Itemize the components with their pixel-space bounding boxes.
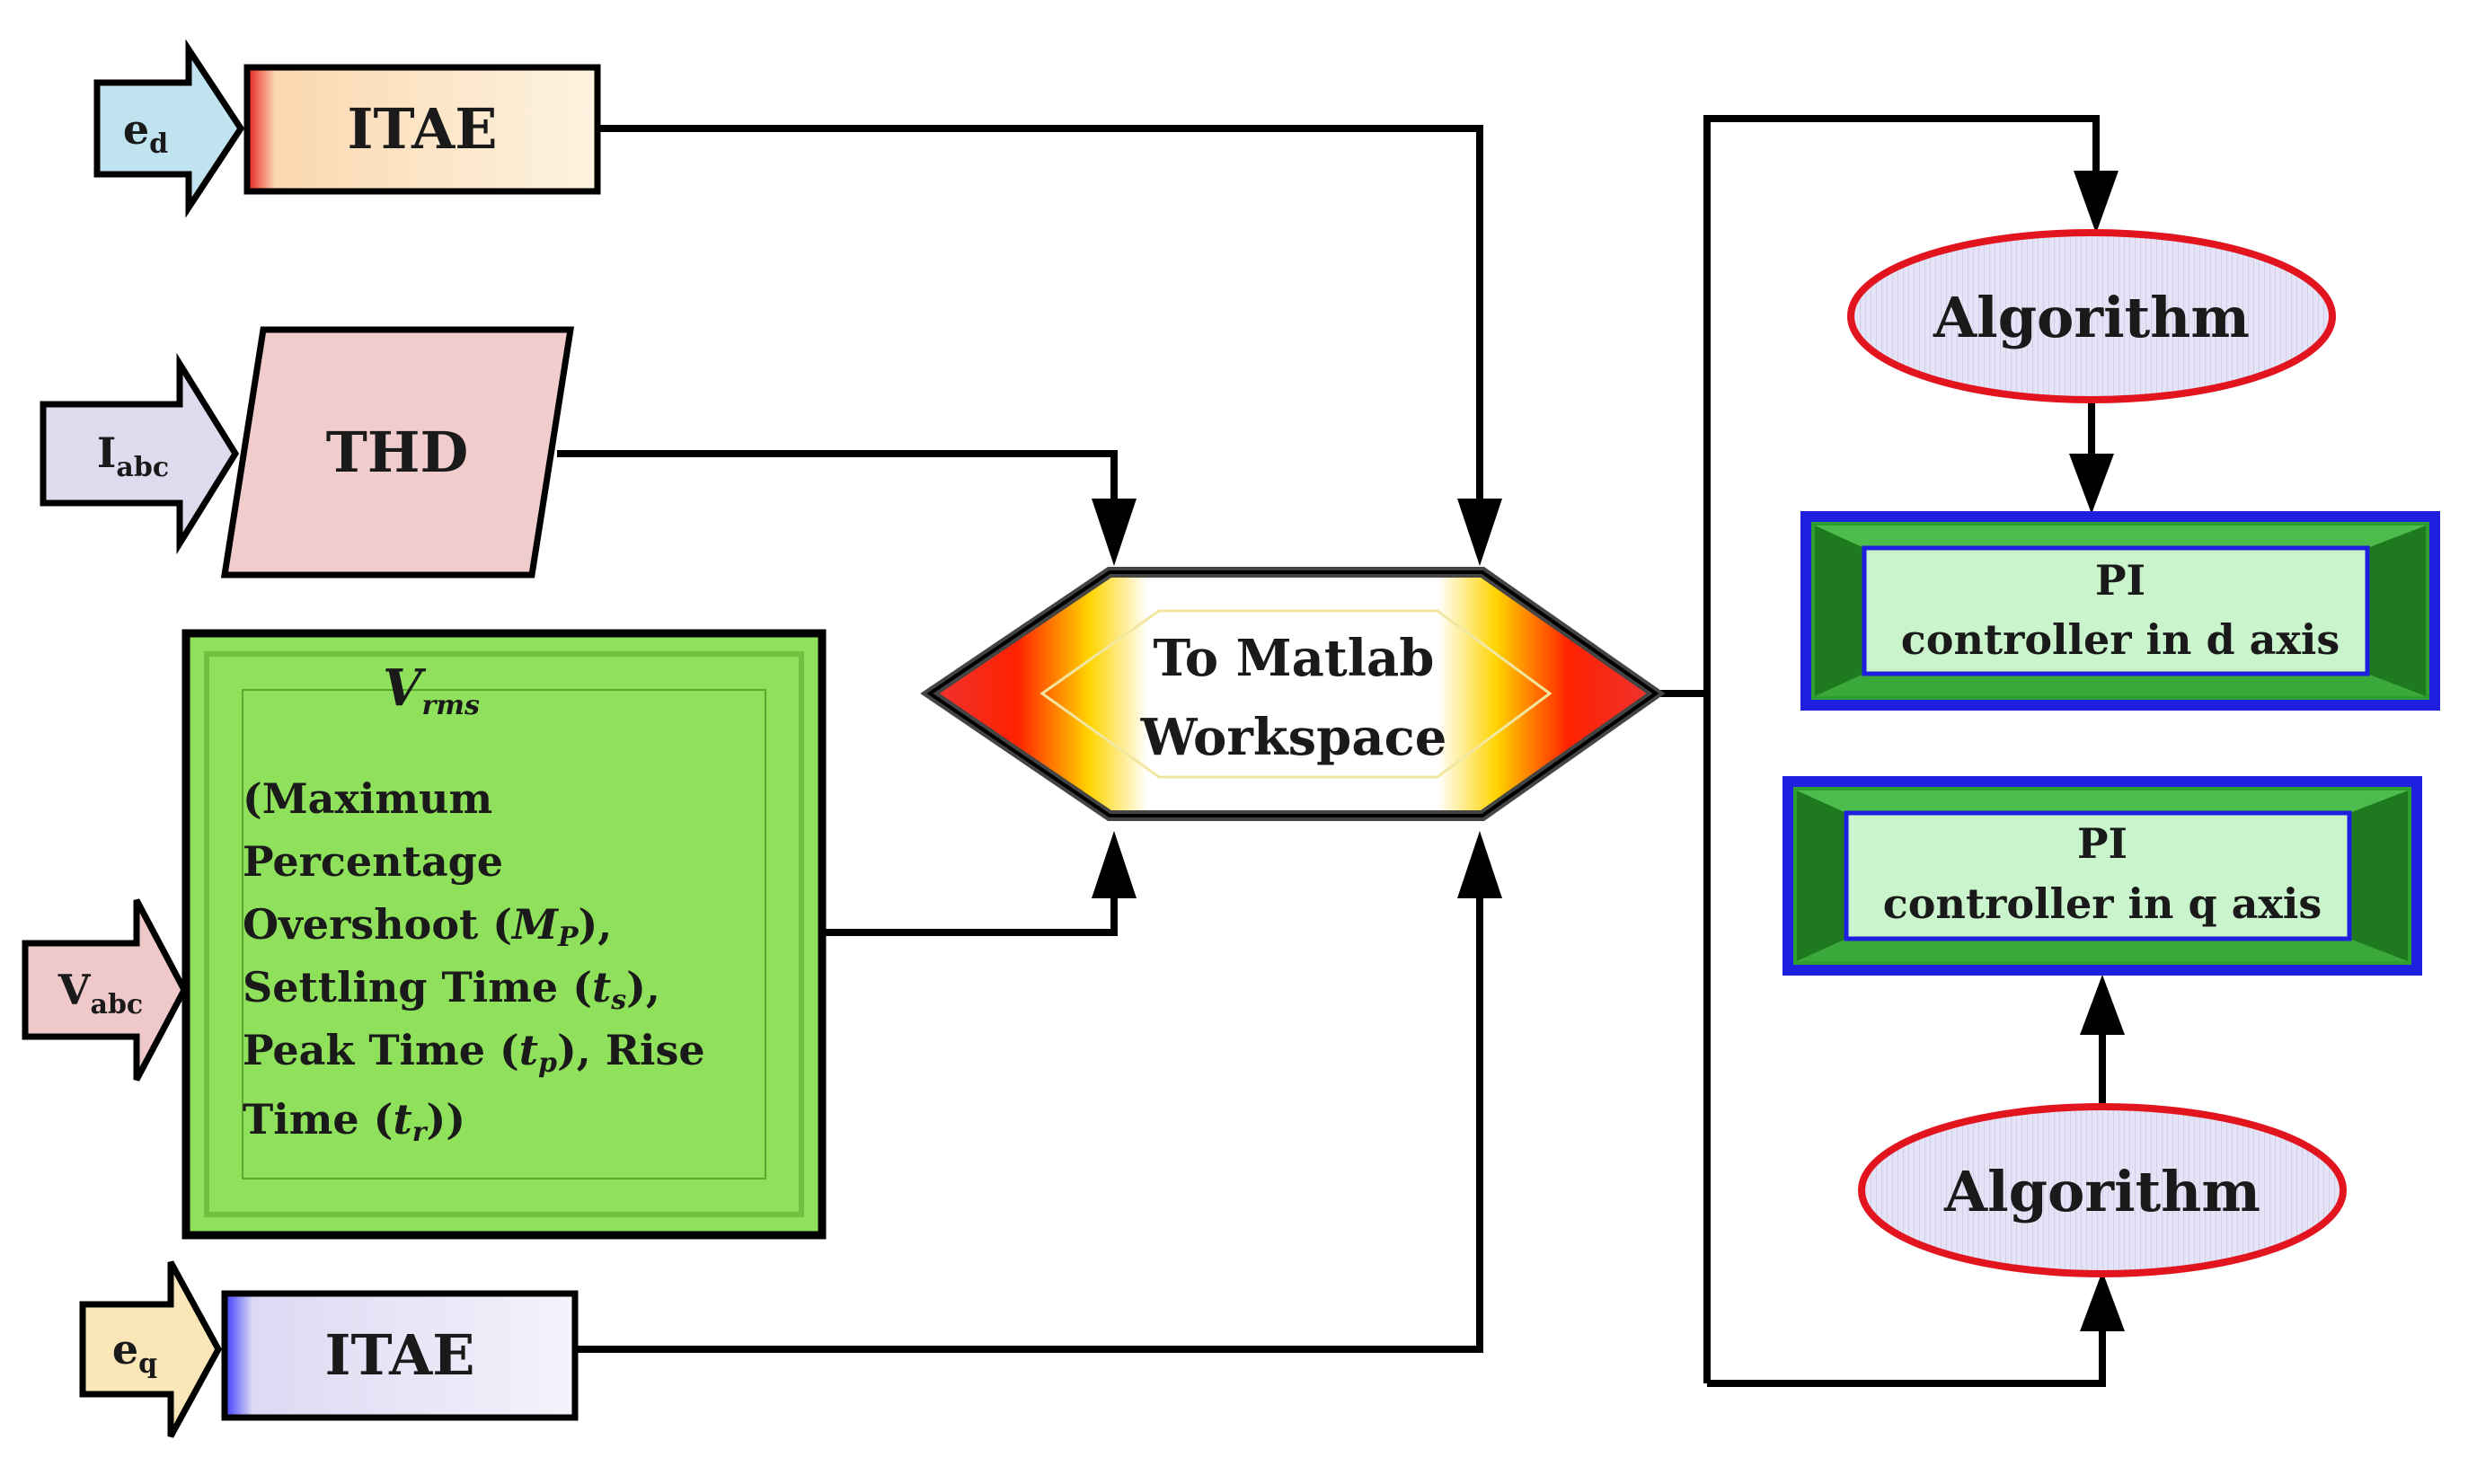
wire-thd-to-workspace — [557, 450, 1118, 512]
svg-text:Vabc: Vabc — [57, 966, 143, 1020]
arrowhead-workspace-top-left — [1092, 499, 1137, 566]
thd-label: THD — [326, 420, 468, 485]
vrms-title-subscript: rms — [422, 690, 481, 721]
wire-bus-to-algorithm-q — [1707, 1321, 2106, 1387]
workspace-label-line1: To Matlab — [1154, 629, 1435, 688]
arrowhead-algorithm-d — [2074, 171, 2119, 234]
input-eq-subscript: q — [138, 1348, 157, 1380]
input-vabc: Vabc — [22, 898, 188, 1082]
wire-itae-d-to-workspace — [597, 125, 1483, 512]
input-ed-label: e — [123, 105, 149, 154]
vrms-line-1: (Maximum — [243, 774, 492, 823]
pi-d-label-line1: PI — [2095, 556, 2145, 605]
arrowhead-workspace-bottom-left — [1092, 831, 1137, 898]
algorithm-d-ellipse: Algorithm — [1847, 229, 2336, 403]
input-ed: ed — [93, 39, 245, 218]
vrms-line-3: Overshoot (MP), — [243, 900, 612, 953]
arrowhead-algorithm-q — [2080, 1271, 2125, 1331]
svg-text:Iabc: Iabc — [97, 428, 169, 483]
arrowhead-workspace-top-right — [1457, 499, 1502, 566]
itae-q-block: ITAE — [221, 1290, 579, 1421]
svg-text:Vrms: Vrms — [383, 658, 480, 721]
workspace-label-line2: Workspace — [1140, 708, 1447, 767]
vrms-line-4: Settling Time (ts), — [243, 963, 660, 1016]
input-vabc-subscript: abc — [91, 989, 144, 1020]
algorithm-d-label: Algorithm — [1933, 285, 2250, 350]
input-vabc-label: V — [57, 966, 92, 1014]
vrms-line-5: Peak Time (tp), Rise — [243, 1026, 705, 1079]
svg-text:eq: eq — [112, 1325, 157, 1380]
arrowhead-pi-d — [2069, 454, 2114, 514]
pi-q-label-line1: PI — [2077, 819, 2127, 868]
wire-itae-q-to-workspace — [575, 885, 1483, 1353]
input-iabc: Iabc — [40, 352, 240, 555]
svg-text:ed: ed — [123, 105, 168, 160]
connectors — [557, 115, 2125, 1387]
pi-controller-q-block: PI controller in q axis — [1782, 776, 2422, 976]
input-eq-label: e — [112, 1325, 138, 1374]
wire-vrms-to-workspace — [825, 885, 1118, 936]
arrowhead-pi-q — [2080, 975, 2125, 1035]
vrms-title: V — [383, 658, 427, 718]
itae-q-label: ITAE — [324, 1322, 474, 1388]
pi-d-label-line2: controller in d axis — [1901, 615, 2340, 664]
vrms-line-6: Time (tr)) — [243, 1095, 465, 1148]
matlab-workspace-block: To Matlab Workspace — [920, 567, 1666, 821]
algorithm-q-label: Algorithm — [1943, 1159, 2260, 1224]
arrowhead-workspace-bottom-right — [1457, 831, 1502, 898]
itae-d-block: ITAE — [243, 64, 601, 195]
itae-d-label: ITAE — [347, 96, 497, 162]
input-iabc-label: I — [97, 428, 117, 477]
input-iabc-subscript: abc — [116, 452, 169, 483]
vrms-line-2: Percentage — [243, 837, 503, 886]
pi-q-label-line2: controller in q axis — [1883, 879, 2322, 928]
pi-controller-d-block: PI controller in d axis — [1800, 511, 2440, 711]
thd-block: THD — [220, 326, 575, 579]
input-eq: eq — [79, 1260, 222, 1438]
input-ed-subscript: d — [149, 128, 168, 160]
wire-bus-to-algorithm-d — [1703, 115, 2100, 1383]
algorithm-q-ellipse: Algorithm — [1858, 1103, 2347, 1277]
vrms-metrics-block: Vrms (Maximum Percentage Overshoot (MP),… — [181, 629, 827, 1240]
